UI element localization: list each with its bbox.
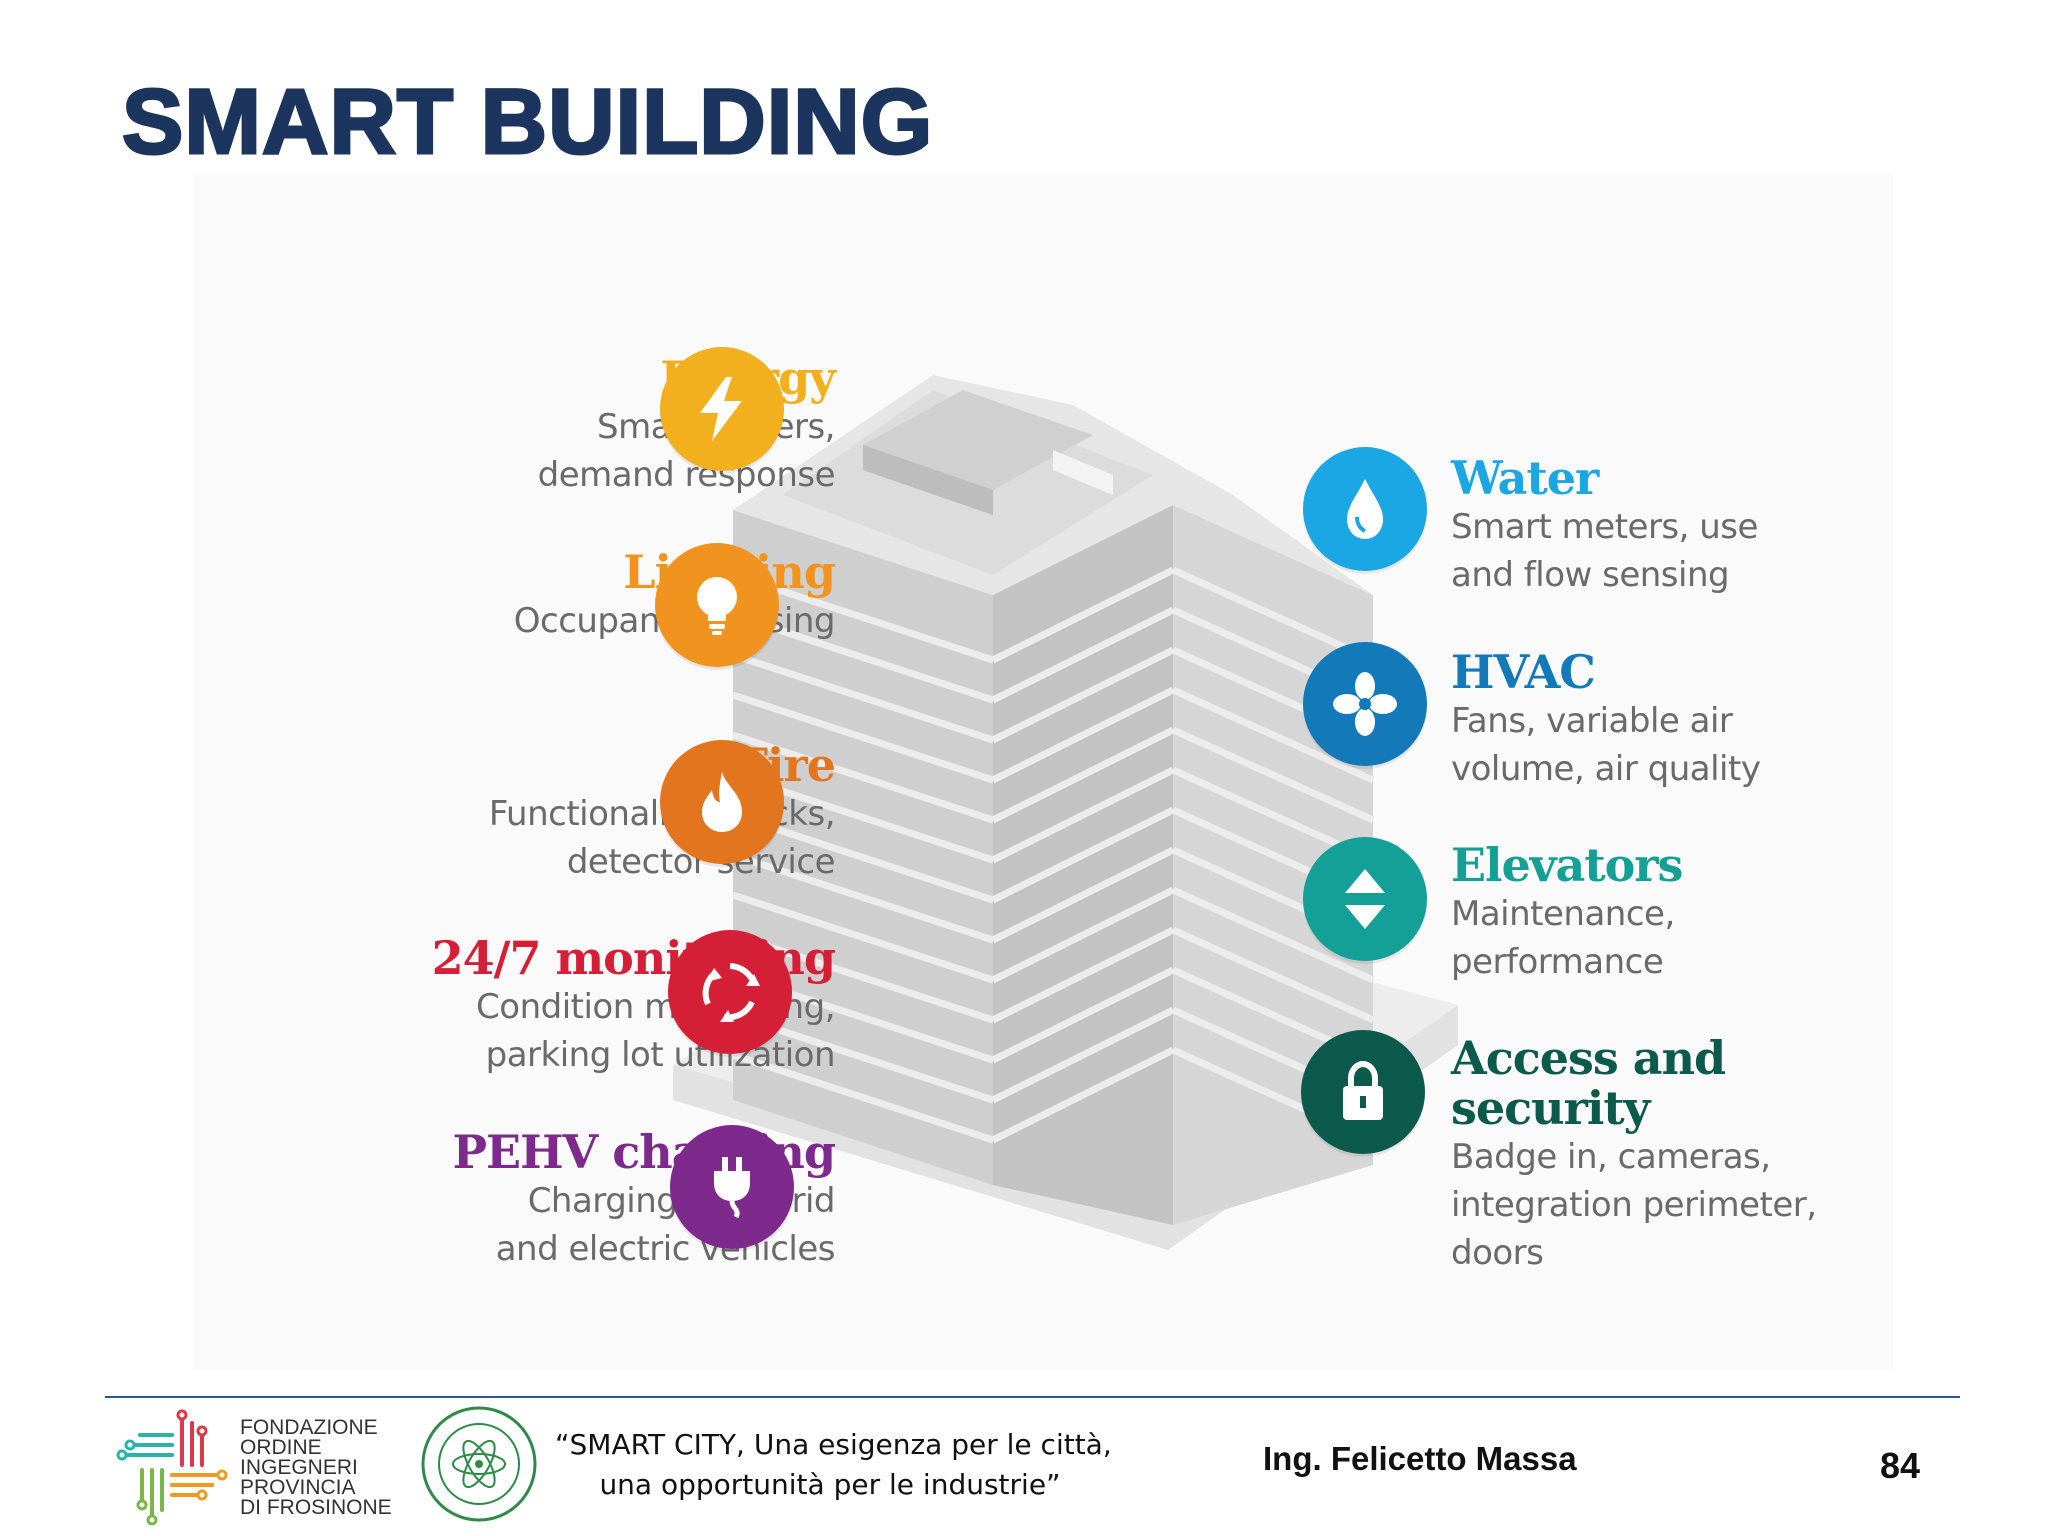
up-down-arrows-icon bbox=[1345, 869, 1385, 929]
energy-circle bbox=[660, 347, 784, 471]
feature-desc-line: doors bbox=[1451, 1233, 1544, 1273]
feature-hvac: HVAC Fans, variable air volume, air qual… bbox=[1451, 645, 1761, 793]
plug-icon bbox=[714, 1157, 750, 1219]
lighting-circle bbox=[655, 543, 779, 667]
foundation-name-line: DI FROSINONE bbox=[240, 1496, 392, 1519]
feature-desc-line: Smart meters, use bbox=[1451, 507, 1758, 547]
access-circle bbox=[1301, 1030, 1425, 1154]
feature-title: Access and security bbox=[1451, 1033, 1817, 1133]
feature-desc-line: demand response bbox=[537, 455, 836, 495]
feature-desc-line: Badge in, cameras, bbox=[1451, 1137, 1771, 1177]
elevators-circle bbox=[1303, 837, 1427, 961]
feature-desc-line: parking lot utilization bbox=[485, 1035, 836, 1075]
foundation-name: FONDAZIONE ORDINE INGEGNERI PROVINCIA DI… bbox=[240, 1416, 392, 1519]
feature-desc-line: Maintenance, bbox=[1451, 894, 1675, 934]
light-bulb-icon bbox=[697, 577, 737, 635]
event-title-line: una opportunità per le industrie” bbox=[599, 1468, 1061, 1501]
feature-desc-line: volume, air quality bbox=[1451, 749, 1761, 789]
feature-access: Access and security Badge in, cameras, i… bbox=[1451, 1033, 1817, 1277]
feature-title: Water bbox=[1451, 451, 1599, 505]
fan-icon bbox=[1333, 672, 1397, 736]
engineers-order-seal-icon bbox=[421, 1406, 537, 1522]
smart-building-infographic: Energy Smart meters, demand response Lig… bbox=[193, 175, 1893, 1370]
foundation-name-line: FONDAZIONE bbox=[240, 1416, 378, 1439]
feature-desc-line: integration perimeter, bbox=[1451, 1185, 1817, 1225]
foundation-circuit-logo-icon bbox=[116, 1409, 228, 1526]
page-number: 84 bbox=[1880, 1445, 1921, 1486]
feature-description: Smart meters, use and flow sensing bbox=[1451, 503, 1758, 599]
foundation-name-line: ORDINE bbox=[240, 1436, 322, 1459]
feature-title: Elevators bbox=[1451, 838, 1683, 892]
foundation-name-line: INGEGNERI bbox=[240, 1456, 358, 1479]
padlock-icon bbox=[1343, 1060, 1383, 1120]
feature-title-line: security bbox=[1451, 1081, 1650, 1135]
footer-rule bbox=[105, 1396, 1960, 1398]
fire-circle bbox=[660, 740, 784, 864]
foundation-name-line: PROVINCIA bbox=[240, 1476, 356, 1499]
monitoring-circle bbox=[668, 930, 792, 1054]
feature-description: Badge in, cameras, integration perimeter… bbox=[1451, 1133, 1817, 1277]
hvac-circle bbox=[1303, 642, 1427, 766]
feature-desc-line: Fans, variable air bbox=[1451, 701, 1733, 741]
feature-title: HVAC bbox=[1451, 645, 1596, 699]
flame-icon bbox=[702, 772, 742, 832]
event-title: “SMART CITY, Una esigenza per le città, … bbox=[555, 1425, 1112, 1505]
feature-elevators: Elevators Maintenance, performance bbox=[1451, 838, 1683, 986]
feature-water: Water Smart meters, use and flow sensing bbox=[1451, 453, 1758, 599]
building-illustration bbox=[673, 375, 1458, 1250]
feature-desc-line: performance bbox=[1451, 942, 1664, 982]
water-circle bbox=[1303, 447, 1427, 571]
cycle-arrows-icon bbox=[702, 963, 760, 1022]
feature-desc-line: and electric vehicles bbox=[495, 1229, 836, 1269]
feature-desc-line: and flow sensing bbox=[1451, 555, 1730, 595]
author-name: Ing. Felicetto Massa bbox=[1263, 1440, 1577, 1477]
water-drop-icon bbox=[1347, 479, 1383, 539]
lightning-bolt-icon bbox=[700, 377, 742, 441]
feature-desc-line: detector service bbox=[566, 842, 836, 882]
feature-description: Maintenance, performance bbox=[1451, 890, 1682, 986]
feature-title-line: Access and bbox=[1451, 1031, 1726, 1085]
slide-title: SMART BUILDING bbox=[120, 70, 934, 175]
pehv-circle bbox=[670, 1125, 794, 1249]
event-title-line: “SMART CITY, Una esigenza per le città, bbox=[555, 1428, 1112, 1461]
feature-description: Fans, variable air volume, air quality bbox=[1451, 697, 1761, 793]
